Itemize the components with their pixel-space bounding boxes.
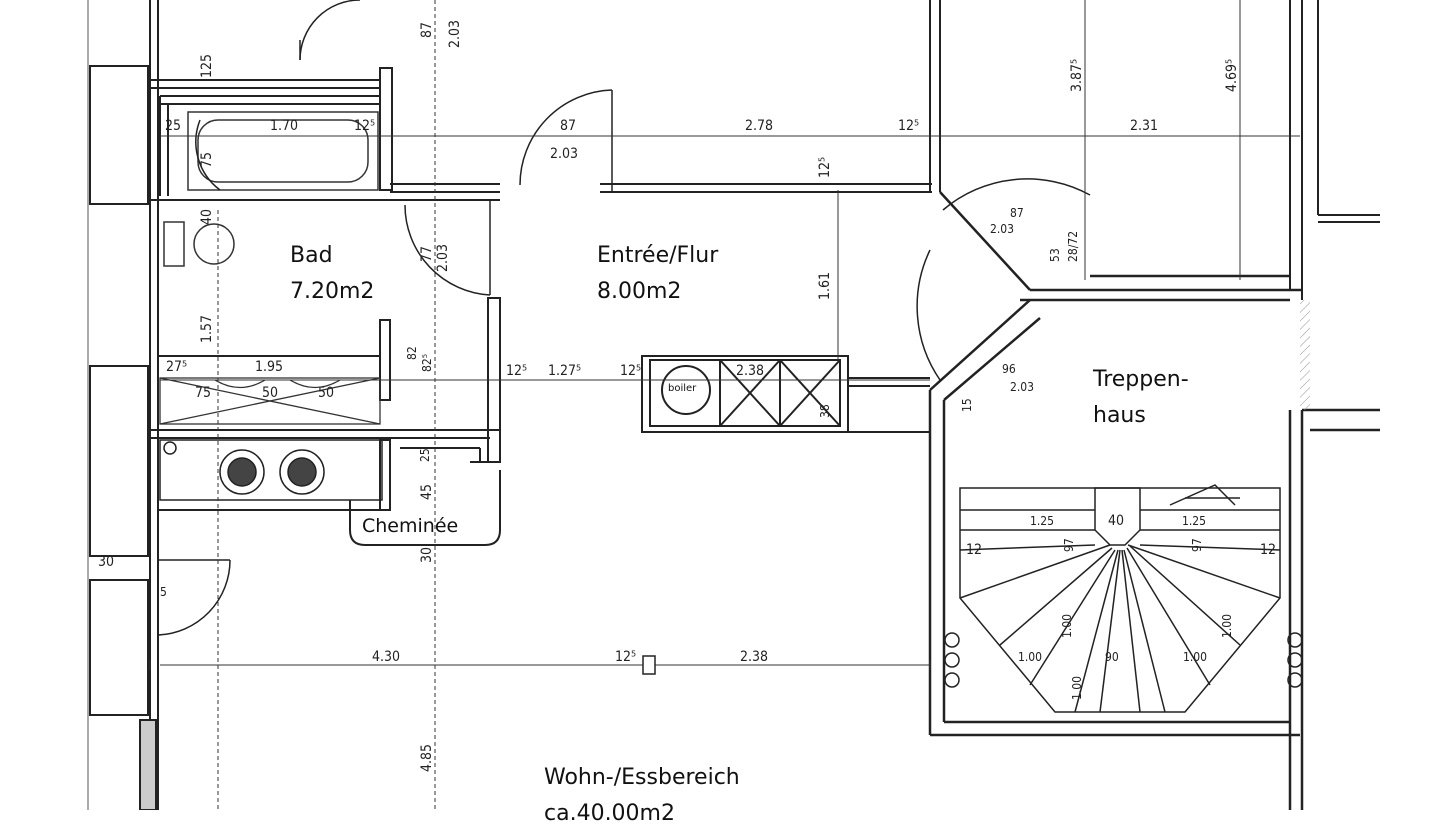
dim-label: 1.00 bbox=[1018, 650, 1043, 664]
boiler-label: boiler bbox=[668, 383, 697, 394]
dim-label: 1.00 bbox=[1183, 650, 1208, 664]
room-bad-name: Bad bbox=[290, 243, 333, 268]
dim-label: 28/72 bbox=[1066, 230, 1080, 262]
dim-label: 1.70 bbox=[270, 118, 299, 134]
room-label-entree: Entrée/Flur 8.00m2 bbox=[597, 238, 718, 310]
room-bad-area: 7.20m2 bbox=[290, 279, 375, 304]
dim-label: 87 bbox=[419, 21, 435, 38]
dim-label: 96 bbox=[1002, 362, 1016, 376]
dim-label: 1.95 bbox=[255, 359, 284, 375]
cheminee-label: Cheminée bbox=[362, 515, 459, 537]
dim-label: 40 bbox=[199, 208, 215, 225]
dim-label: 50 bbox=[262, 385, 279, 401]
dim-label: 1.61 bbox=[817, 271, 833, 300]
dim-label: 12 bbox=[1260, 542, 1277, 558]
dim-label: 12⁵ bbox=[354, 118, 376, 134]
dim-label: 12 bbox=[966, 542, 983, 558]
washbasin-counter bbox=[159, 377, 381, 425]
dim-label: 2.03 bbox=[550, 146, 579, 162]
washing-machines bbox=[159, 439, 383, 501]
dim-label: 125 bbox=[199, 53, 215, 78]
walls-stairwell bbox=[928, 191, 1380, 810]
room-label-bad: Bad 7.20m2 bbox=[290, 238, 374, 310]
dim-label: 1.00 bbox=[1220, 613, 1234, 638]
dim-label: 1.57 bbox=[199, 314, 215, 343]
dim-label: 53 bbox=[1048, 248, 1062, 262]
dim-label: 90 bbox=[1105, 650, 1119, 664]
room-treppenhaus-name2: haus bbox=[1093, 403, 1146, 428]
dim-label: 2.03 bbox=[435, 243, 451, 272]
dim-label: 2.03 bbox=[447, 19, 463, 48]
staircase bbox=[959, 484, 1281, 713]
room-entree-name: Entrée/Flur bbox=[597, 243, 719, 268]
room-entree-area: 8.00m2 bbox=[597, 279, 682, 304]
dim-label: 12⁵ bbox=[506, 363, 528, 379]
dim-label: 2.38 bbox=[736, 363, 765, 379]
dim-label: 40 bbox=[1108, 513, 1125, 529]
dim-label: 4.30 bbox=[372, 649, 401, 665]
dim-label: 5 bbox=[160, 585, 167, 599]
dim-label: 82 bbox=[405, 346, 419, 360]
wall-hatch bbox=[1300, 300, 1310, 410]
dim-label: 15 bbox=[960, 398, 974, 412]
dim-label: 87 bbox=[1010, 206, 1024, 220]
dim-label: 97 bbox=[1190, 538, 1204, 552]
dim-label: 27⁵ bbox=[166, 359, 188, 375]
dim-label: 2.78 bbox=[745, 118, 774, 134]
dim-label: 2.03 bbox=[990, 222, 1015, 236]
doors bbox=[157, 0, 1091, 636]
dim-label: 1.27⁵ bbox=[548, 363, 582, 379]
dim-label: 38 bbox=[818, 404, 832, 418]
room-wohn-name: Wohn-/Essbereich bbox=[544, 765, 740, 790]
dim-label: 1.25 bbox=[1030, 514, 1055, 528]
bathtub bbox=[187, 111, 379, 191]
dim-label: 12⁵ bbox=[615, 649, 637, 665]
dim-label: 45 bbox=[419, 483, 435, 500]
dim-label: 12⁵ bbox=[620, 363, 642, 379]
cheminee-outline bbox=[349, 470, 501, 546]
dim-label: 4.69⁵ bbox=[1224, 58, 1240, 92]
dim-label: 87 bbox=[560, 118, 577, 134]
floor-plan bbox=[87, 0, 1380, 810]
room-treppenhaus-name: Treppen- bbox=[1093, 367, 1189, 392]
dim-label: 77 bbox=[419, 245, 435, 262]
stair-rails bbox=[944, 632, 1303, 688]
dim-label: 25 bbox=[165, 118, 182, 134]
dim-label: 2.38 bbox=[740, 649, 769, 665]
dim-label: 30 bbox=[98, 554, 115, 570]
dim-label: 1.00 bbox=[1070, 675, 1084, 700]
dim-label: 75 bbox=[199, 151, 215, 168]
dim-label: 1.25 bbox=[1182, 514, 1207, 528]
dim-label: 50 bbox=[318, 385, 335, 401]
exterior-wall-left bbox=[87, 0, 159, 810]
dim-label: 75 bbox=[195, 385, 212, 401]
dim-label: 2.31 bbox=[1130, 118, 1159, 134]
room-wohn-area: ca.40.00m2 bbox=[544, 801, 675, 826]
walls-top bbox=[150, 0, 1380, 300]
dim-label: 82⁵ bbox=[420, 353, 434, 372]
toilet bbox=[163, 221, 235, 267]
dim-label: 4.85 bbox=[419, 743, 435, 772]
dim-label: 25 bbox=[418, 448, 432, 462]
dim-label: 1.00 bbox=[1060, 613, 1074, 638]
room-label-treppenhaus: Treppen-haus bbox=[1093, 362, 1189, 434]
column bbox=[642, 655, 656, 675]
dim-label: 30 bbox=[419, 546, 435, 563]
dim-label: 3.87⁵ bbox=[1069, 58, 1085, 92]
dim-label: 12⁵ bbox=[898, 118, 920, 134]
dim-label: 2.03 bbox=[1010, 380, 1035, 394]
room-label-wohn: Wohn-/Essbereich ca.40.00m2 bbox=[544, 760, 740, 832]
dim-label: 97 bbox=[1062, 538, 1076, 552]
dim-label: 12⁵ bbox=[817, 156, 833, 178]
boiler-closet bbox=[641, 355, 930, 433]
dimension-lines bbox=[149, 0, 1300, 810]
